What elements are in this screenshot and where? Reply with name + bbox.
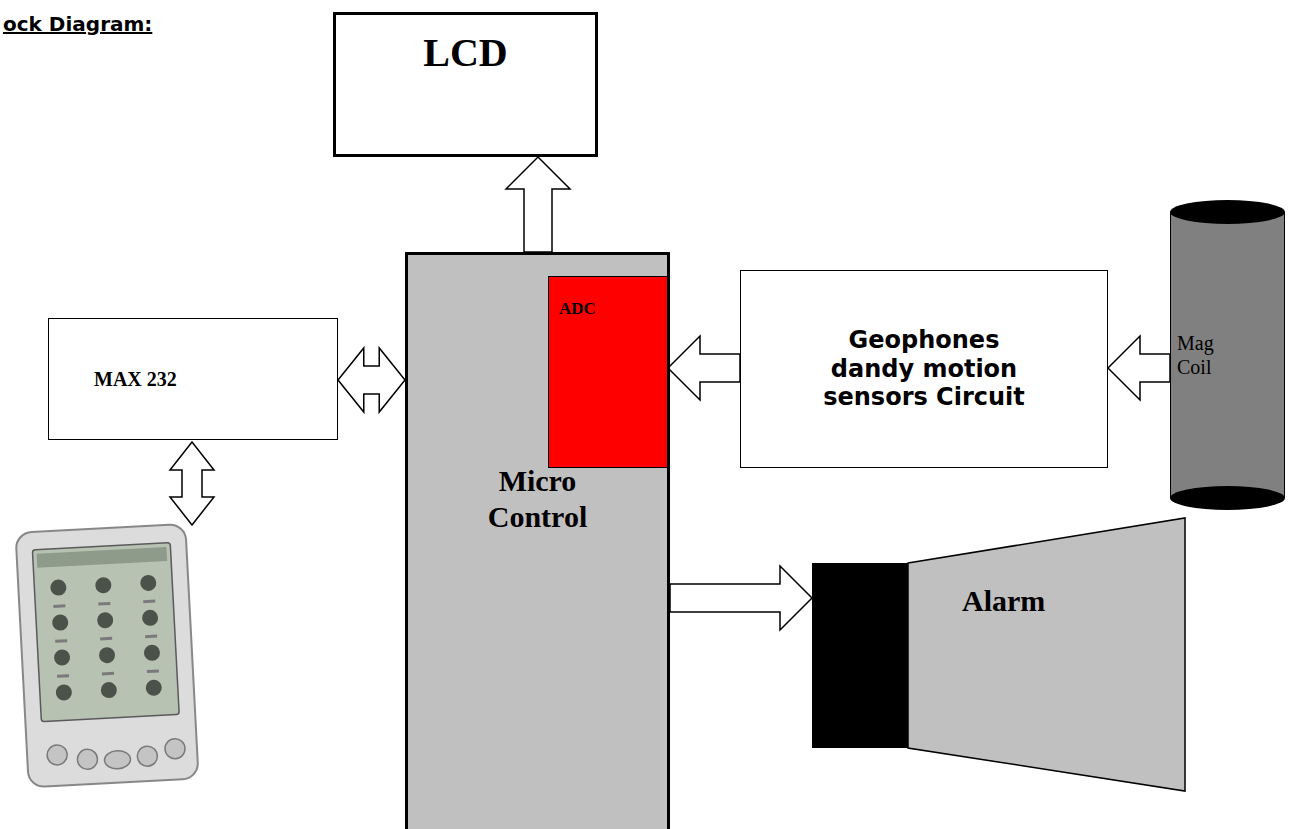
node-text: Geophones dandy motion sensors Circuit (814, 326, 1034, 412)
node-text: MAX 232 (94, 367, 177, 391)
display-box: LCD (333, 12, 598, 157)
node-text: Micro Control (463, 463, 613, 535)
block-arrow (506, 157, 570, 252)
node-text: Alarm (962, 583, 1045, 619)
coil-cylinder: Mag Coil (1170, 200, 1285, 510)
alarm-speaker: Alarm (812, 517, 1186, 792)
node-text: ADC (559, 299, 596, 319)
block-arrow (668, 336, 740, 400)
driver-box: MAX 232 (48, 318, 338, 440)
pda-link-arrow (170, 442, 214, 525)
controller-box: Micro Control ADC (405, 252, 670, 829)
adc-block: ADC (548, 276, 668, 468)
block-arrow (670, 566, 812, 630)
coil-shape (1170, 200, 1285, 510)
pda-device (15, 524, 198, 788)
diagram-title: ock Diagram: (3, 12, 152, 36)
node-text: Mag Coil (1177, 331, 1237, 379)
block-arrow (338, 348, 405, 412)
speaker-shape (812, 517, 1186, 792)
sensor-box: Geophones dandy motion sensors Circuit (740, 270, 1108, 468)
node-text: LCD (423, 29, 507, 77)
block-arrow (1108, 336, 1170, 400)
